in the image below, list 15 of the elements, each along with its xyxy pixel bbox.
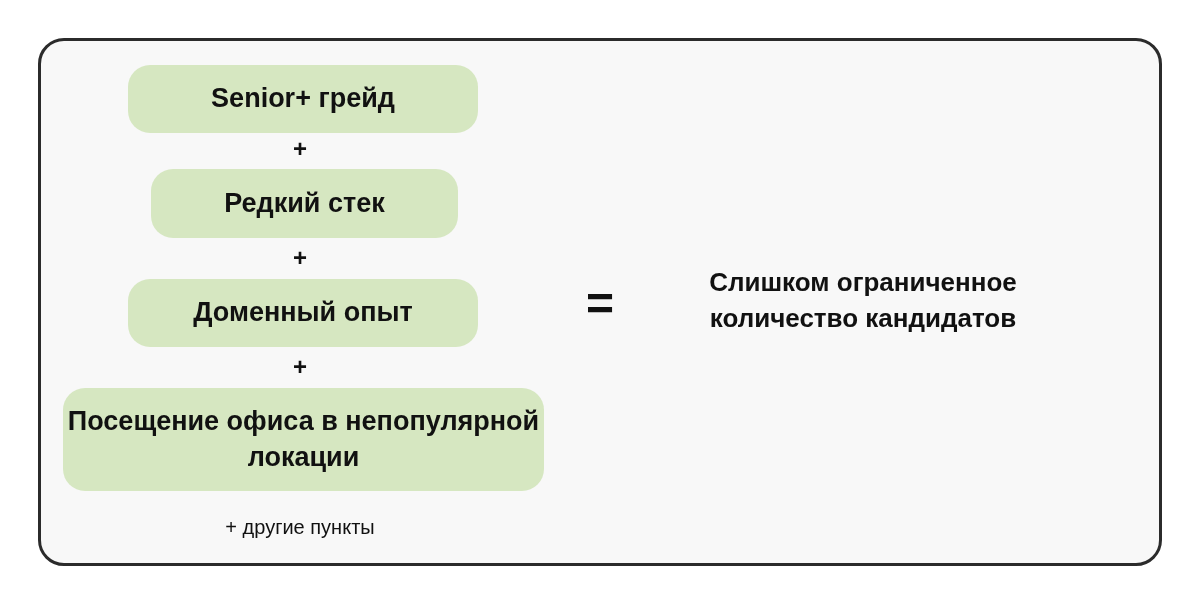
criterion-text: Доменный опыт <box>193 296 413 330</box>
result-text: Слишком ограниченное количество кандидатов <box>708 266 1018 336</box>
plus-sign: + <box>292 352 308 382</box>
criterion-text: Senior+ грейд <box>211 82 395 116</box>
equals-sign: = <box>585 276 615 332</box>
card-frame <box>38 38 1162 566</box>
plus-sign: + <box>292 243 308 273</box>
criterion-box <box>63 388 544 491</box>
criterion-box <box>128 65 478 133</box>
criterion-text: Редкий стек <box>224 186 385 220</box>
note-text: + другие пункты <box>224 515 376 540</box>
criterion-box <box>128 279 478 347</box>
criterion-box <box>151 169 458 238</box>
plus-sign: + <box>292 134 308 164</box>
criterion-text: Посещение офиса в непопулярной локации <box>66 405 541 474</box>
